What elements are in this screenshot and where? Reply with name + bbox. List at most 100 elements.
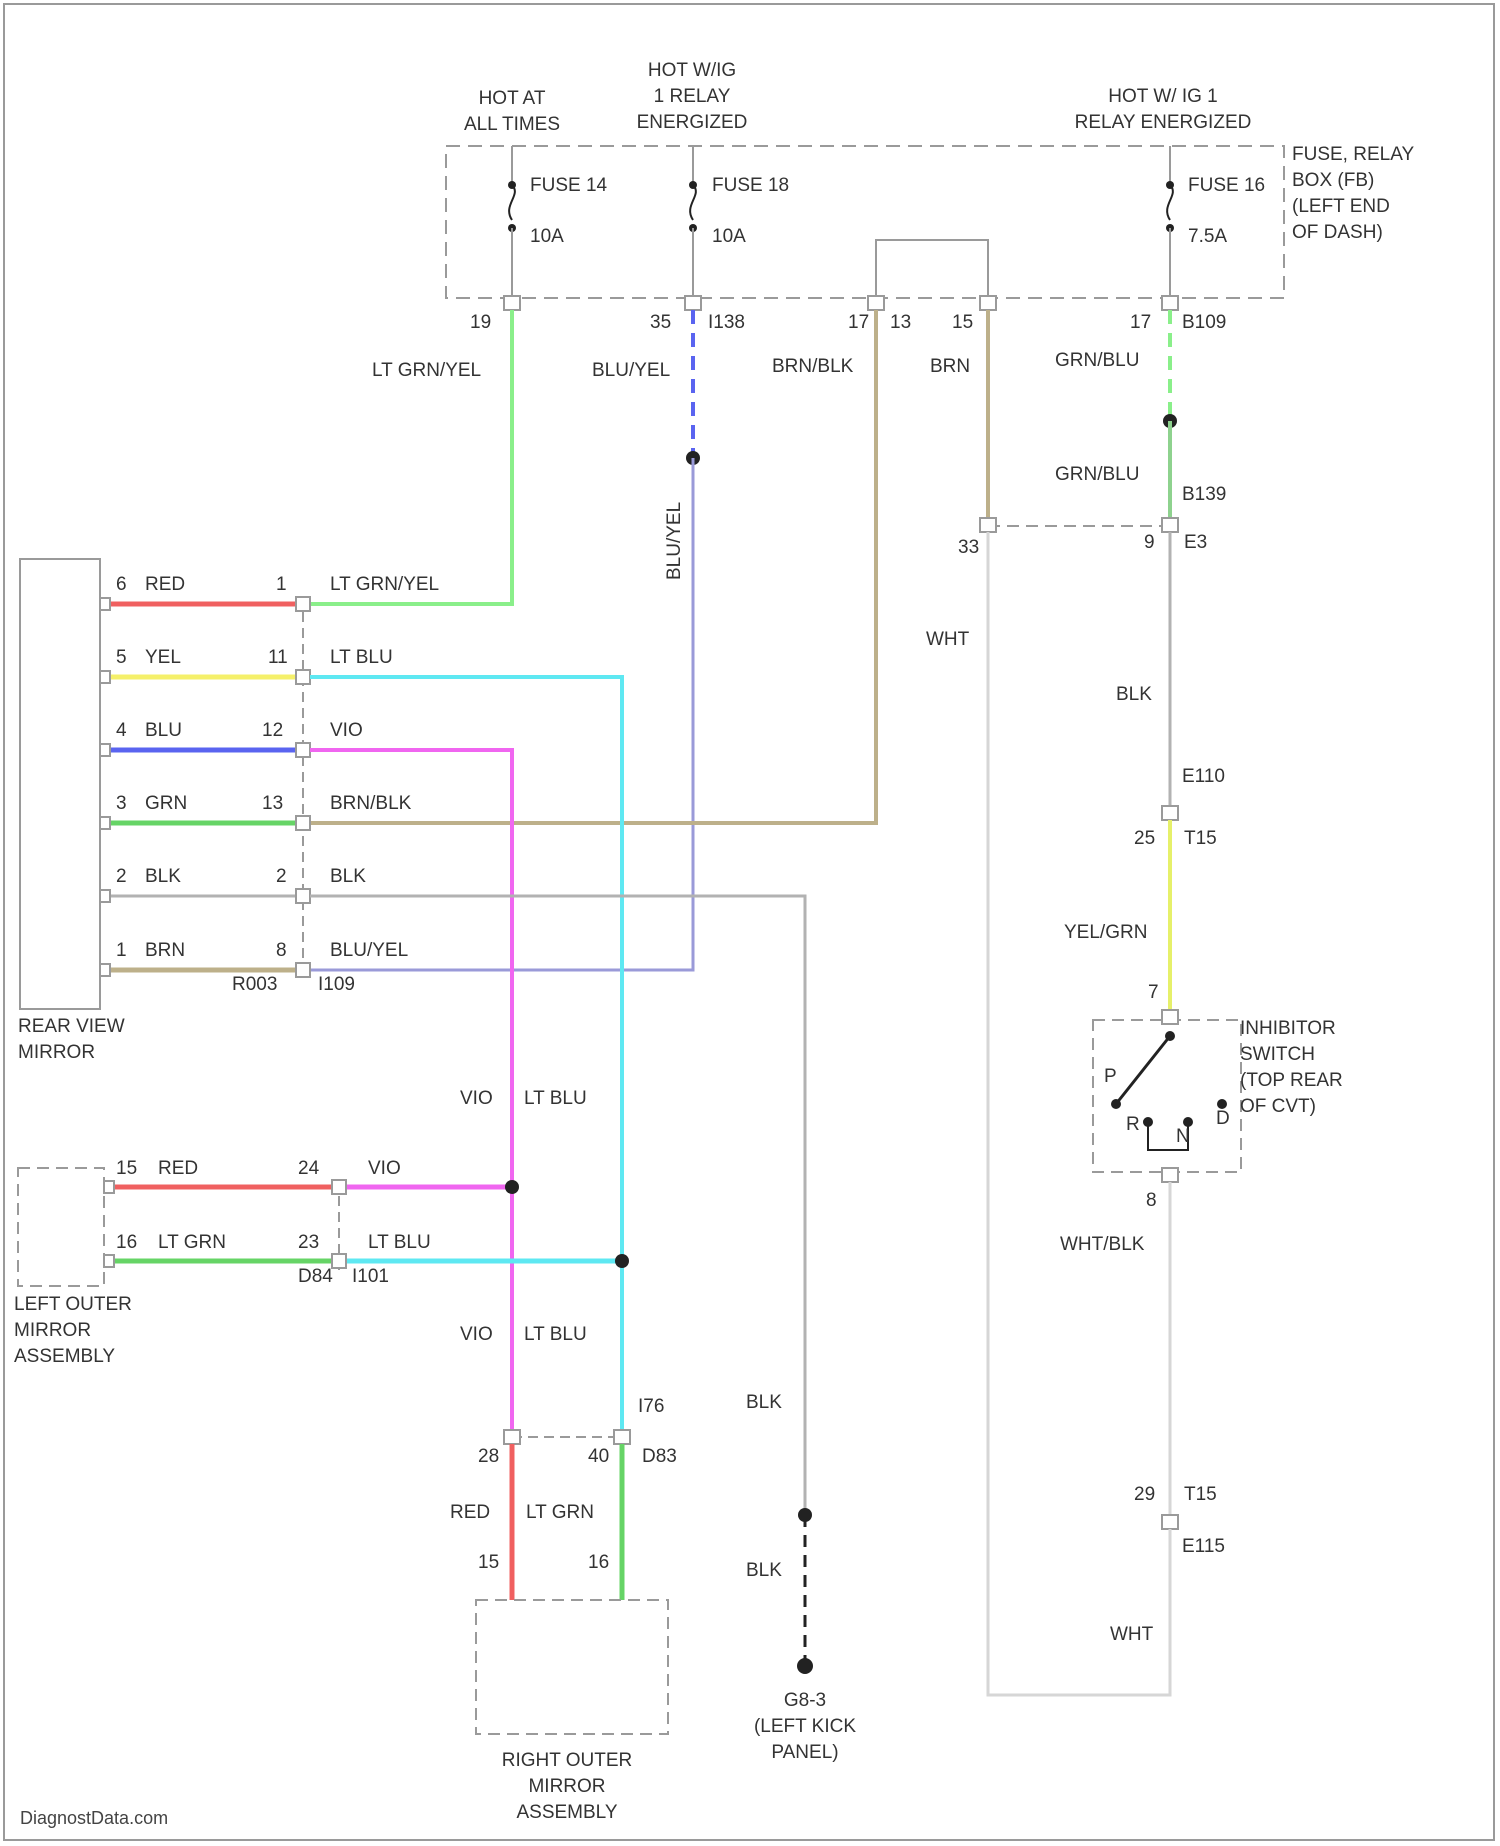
svg-text:REAR VIEW: REAR VIEW xyxy=(18,1016,125,1037)
left-mirror-row-2: 16 LT GRN 23 LT BLU xyxy=(104,1232,629,1268)
rear-view-mirror-label: REAR VIEW MIRROR xyxy=(18,1016,125,1063)
power-label-hot-ig1-relay-right: HOT W/ IG 1 RELAY ENERGIZED xyxy=(1075,86,1252,133)
svg-text:1: 1 xyxy=(116,940,127,961)
fuse-16: FUSE 16 7.5A xyxy=(1166,146,1265,298)
right-outer-mirror-label: RIGHT OUTER MIRROR ASSEMBLY xyxy=(502,1750,633,1823)
svg-text:LT GRN: LT GRN xyxy=(158,1232,226,1253)
connector-t15: T15 xyxy=(1184,828,1217,849)
wire-blu-yel xyxy=(310,458,693,970)
pin-9: 9 xyxy=(1144,532,1155,553)
inhibitor-switch-label: INHIBITOR SWITCH (TOP REAR OF CVT) xyxy=(1240,1018,1343,1117)
wire-label-blu-yel-vertical: BLU/YEL xyxy=(664,502,685,580)
wire-label-brn: BRN xyxy=(930,356,970,377)
svg-text:11: 11 xyxy=(268,647,288,668)
fuse-box-pin-labels: 19 35 I138 17 13 15 17 B109 xyxy=(470,312,1226,333)
wire-label-lt-grn: LT GRN xyxy=(526,1502,594,1523)
svg-text:BRN/BLK: BRN/BLK xyxy=(330,793,412,814)
connector-i101: I101 xyxy=(352,1266,389,1287)
svg-text:BLK: BLK xyxy=(145,866,181,887)
wire-label-yel-grn: YEL/GRN xyxy=(1064,922,1147,943)
wire-label-vio-1: VIO xyxy=(460,1088,493,1109)
connector-e3-pin-9 xyxy=(1162,518,1178,532)
pin-7: 7 xyxy=(1148,982,1159,1003)
svg-text:VIO: VIO xyxy=(330,720,363,741)
wire-label-grn-blu-bottom: GRN/BLU xyxy=(1055,464,1139,485)
power-label-hot-ig1-relay: HOT W/IG 1 RELAY ENERGIZED xyxy=(637,60,748,133)
wire-label-lt-grn-yel-feed: LT GRN/YEL xyxy=(372,360,481,381)
fuse-14: FUSE 14 10A xyxy=(508,146,608,298)
svg-text:RED: RED xyxy=(158,1158,198,1179)
wire-wht-loop xyxy=(988,532,1170,1695)
svg-text:35: 35 xyxy=(650,312,671,333)
svg-text:17: 17 xyxy=(1130,312,1151,333)
svg-text:BOX (FB): BOX (FB) xyxy=(1292,170,1374,191)
svg-text:G8-3: G8-3 xyxy=(784,1690,826,1711)
wire-label-vio-2: VIO xyxy=(460,1324,493,1345)
svg-text:BLU: BLU xyxy=(145,720,182,741)
svg-text:6: 6 xyxy=(116,574,127,595)
wire-blk-ground xyxy=(310,896,805,1515)
svg-text:MIRROR: MIRROR xyxy=(528,1776,605,1797)
svg-text:2: 2 xyxy=(116,866,127,887)
right-outer-mirror-body xyxy=(476,1600,668,1734)
connector-t15-top xyxy=(1162,806,1178,820)
connector-pin-28 xyxy=(504,1430,520,1444)
svg-text:HOT AT: HOT AT xyxy=(479,88,546,109)
svg-text:D: D xyxy=(1216,1108,1230,1129)
svg-text:RED: RED xyxy=(145,574,185,595)
connector-d83: D83 xyxy=(642,1446,677,1467)
pin-25: 25 xyxy=(1134,828,1155,849)
wire-label-wht-blk: WHT/BLK xyxy=(1060,1234,1145,1255)
wire-lt-blu-trunk xyxy=(310,677,622,1435)
svg-text:16: 16 xyxy=(116,1232,137,1253)
svg-text:HOT W/IG: HOT W/IG xyxy=(648,60,736,81)
connector-i109: I109 xyxy=(318,974,355,995)
rear-view-mirror-body xyxy=(20,559,100,1009)
pin-29: 29 xyxy=(1134,1484,1155,1505)
svg-text:FUSE, RELAY: FUSE, RELAY xyxy=(1292,144,1414,165)
svg-text:13: 13 xyxy=(262,793,283,814)
svg-text:RELAY ENERGIZED: RELAY ENERGIZED xyxy=(1075,112,1252,133)
wire-label-lt-blu-2: LT BLU xyxy=(524,1324,587,1345)
svg-text:P: P xyxy=(1104,1066,1117,1087)
wire-label-lt-blu-1: LT BLU xyxy=(524,1088,587,1109)
wire-lt-grn-yel xyxy=(310,310,512,604)
svg-text:5: 5 xyxy=(116,647,127,668)
svg-text:(LEFT KICK: (LEFT KICK xyxy=(754,1716,856,1737)
fuse-relay-box-title: FUSE, RELAY BOX (FB) (LEFT END OF DASH) xyxy=(1292,144,1414,243)
ground-label: G8-3 (LEFT KICK PANEL) xyxy=(754,1690,856,1763)
inhibitor-switch: P R N D xyxy=(1104,1010,1230,1182)
fuse-18-rating: 10A xyxy=(712,226,746,247)
svg-text:8: 8 xyxy=(276,940,287,961)
svg-text:15: 15 xyxy=(116,1158,137,1179)
svg-text:HOT W/ IG 1: HOT W/ IG 1 xyxy=(1108,86,1217,107)
connector-e110: E110 xyxy=(1182,766,1225,787)
connector-t15-bottom: T15 xyxy=(1184,1484,1217,1505)
svg-text:ASSEMBLY: ASSEMBLY xyxy=(516,1802,617,1823)
svg-text:VIO: VIO xyxy=(368,1158,401,1179)
svg-text:LT BLU: LT BLU xyxy=(368,1232,431,1253)
svg-text:B109: B109 xyxy=(1182,312,1226,333)
connector-pin-40 xyxy=(614,1430,630,1444)
svg-text:1 RELAY: 1 RELAY xyxy=(654,86,731,107)
svg-text:2: 2 xyxy=(276,866,287,887)
svg-text:OF DASH): OF DASH) xyxy=(1292,222,1383,243)
svg-text:(LEFT END: (LEFT END xyxy=(1292,196,1390,217)
svg-text:19: 19 xyxy=(470,312,491,333)
svg-text:BLU/YEL: BLU/YEL xyxy=(330,940,408,961)
fuse-18: FUSE 18 10A xyxy=(689,146,789,298)
svg-text:(TOP REAR: (TOP REAR xyxy=(1240,1070,1343,1091)
svg-text:ALL TIMES: ALL TIMES xyxy=(464,114,560,135)
svg-text:LT GRN/YEL: LT GRN/YEL xyxy=(330,574,439,595)
left-outer-mirror-label: LEFT OUTER MIRROR ASSEMBLY xyxy=(14,1294,132,1367)
left-mirror-row-1: 15 RED 24 VIO xyxy=(104,1158,519,1194)
svg-text:YEL: YEL xyxy=(145,647,181,668)
pin-33: 33 xyxy=(958,537,979,558)
fuse-16-name: FUSE 16 xyxy=(1188,175,1265,196)
wire-label-grn-blu-top: GRN/BLU xyxy=(1055,350,1139,371)
svg-text:I138: I138 xyxy=(708,312,745,333)
svg-text:23: 23 xyxy=(298,1232,319,1253)
pin-15: 15 xyxy=(478,1552,499,1573)
svg-text:12: 12 xyxy=(262,720,283,741)
